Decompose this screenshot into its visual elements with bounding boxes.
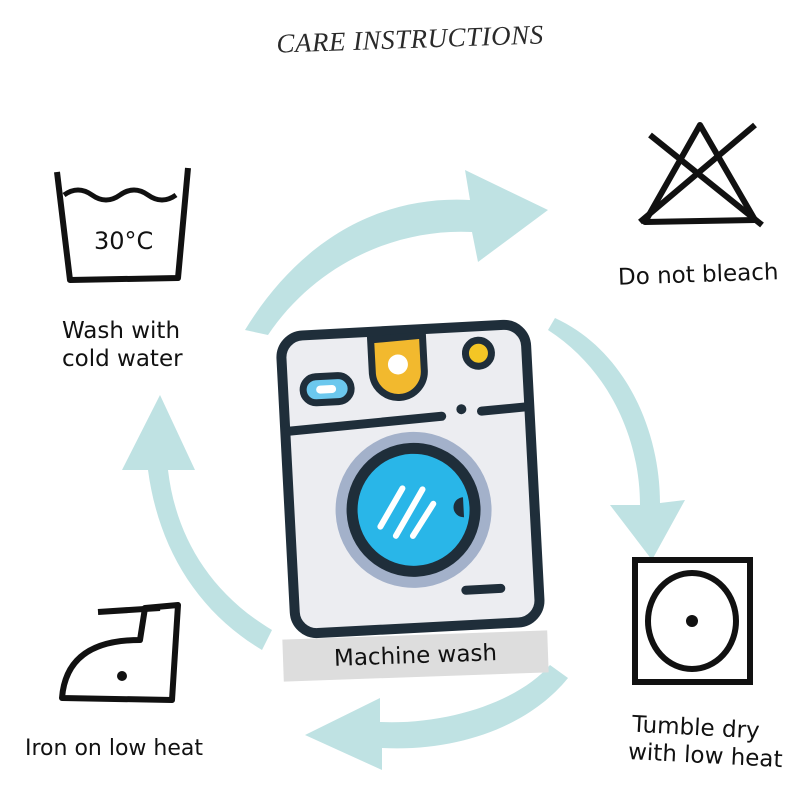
iron-label: Iron on low heat	[25, 736, 203, 761]
arrow-right	[548, 318, 685, 560]
arrow-bottom	[305, 665, 568, 770]
machine-wash-text: Machine wash	[333, 640, 498, 672]
wash-temperature: 30°C	[94, 227, 154, 255]
wash-label-line2: cold water	[62, 346, 183, 372]
arrow-left	[122, 395, 272, 650]
arrow-top	[245, 170, 548, 335]
wash-label-line1: Wash with	[62, 318, 181, 344]
